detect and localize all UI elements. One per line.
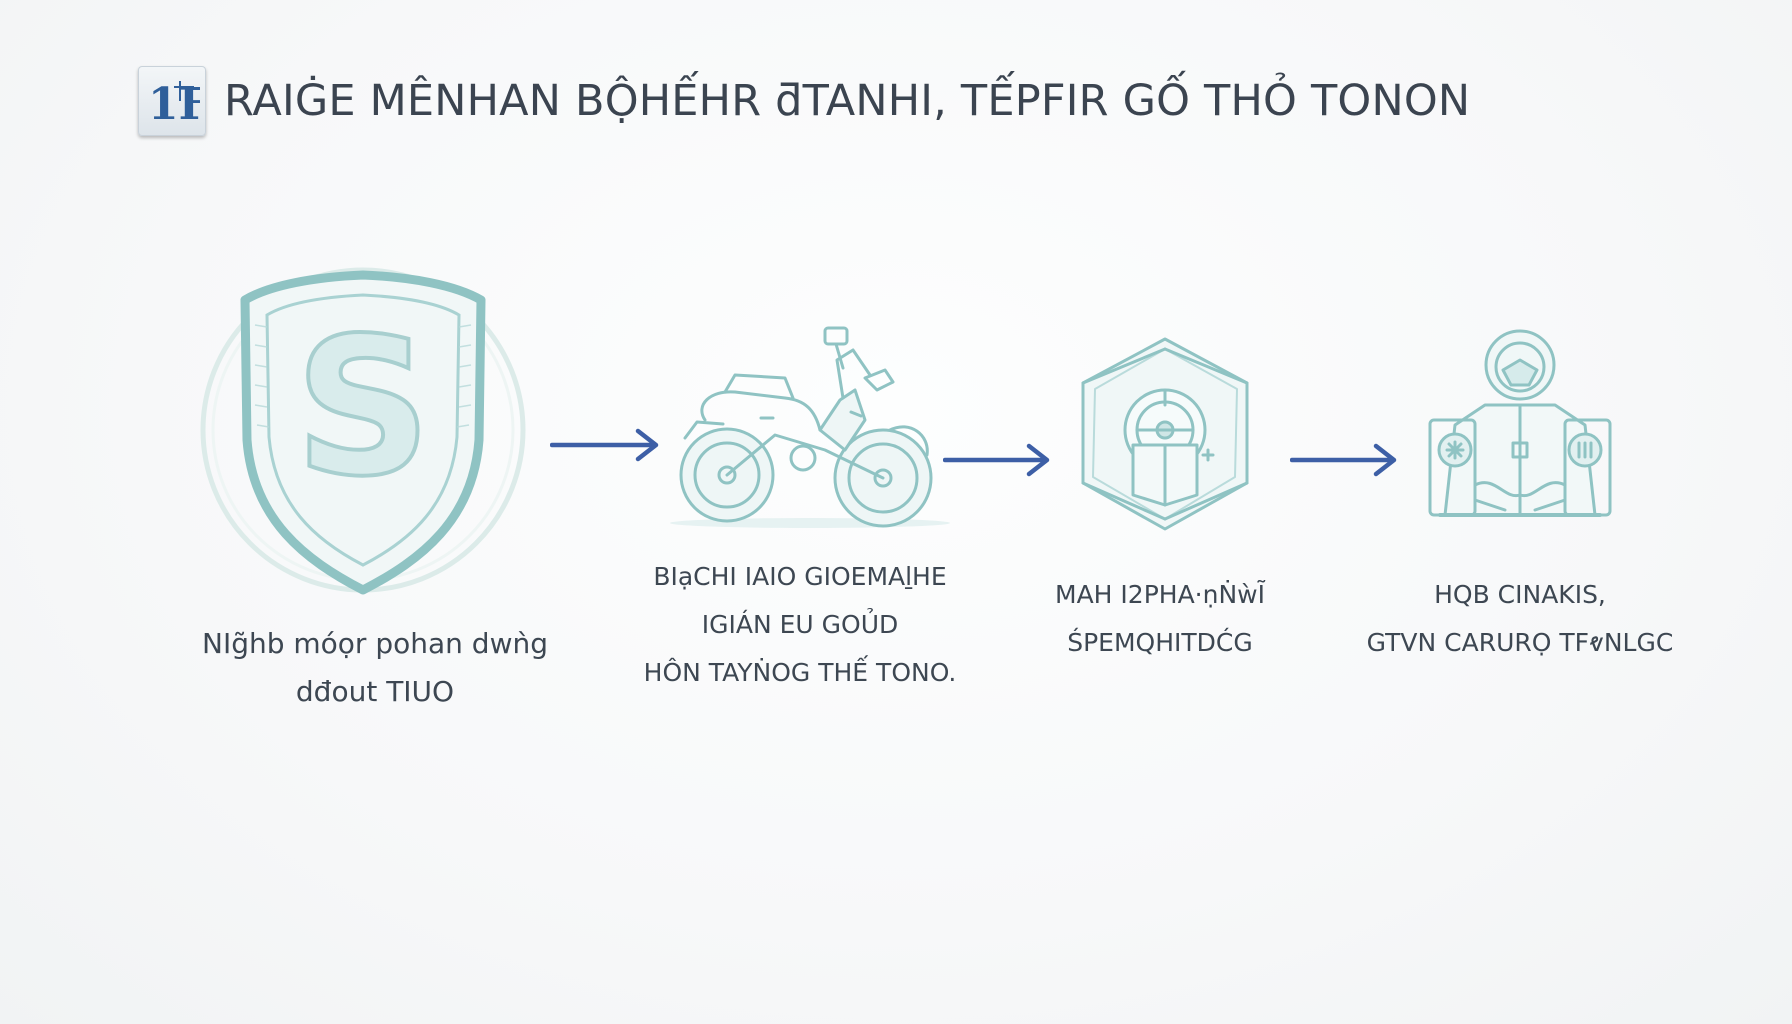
logo: 1F [138,66,206,136]
cube-lock-icon [1081,337,1249,531]
header: 1F RAIĠE MÊNHAN BỘHẾHR ƌTANHI, TẾPFIR GỐ… [138,66,1470,136]
step-1-caption: NIg̃hb móọr pohan dwǹg dđout TIUO [170,620,580,716]
caption-line: IGIÁN EU GOỦD [701,610,899,639]
step-2-caption: BIạCHI IAIO GIOEMAḻHE IGIÁN EU GOỦD HÔN … [620,553,980,697]
motorcycle-icon [670,326,950,528]
step-1-icon-group: S [195,265,535,605]
caption-line: dđout TIUO [295,675,455,708]
step-3-caption: MAH I2PHA·ṇṄẁĨ ŚPEMQHITDĆG [1010,571,1310,667]
caption-line: HQB CINAKIS, [1434,580,1606,609]
shield-icon: S [200,267,526,595]
step-4-icon-group [1425,325,1615,540]
step-4-caption: HQB CINAKIS, GTVN CARURỌ TFⱴNLGC [1340,571,1700,667]
caption-line: MAH I2PHA·ṇṄẁĨ [1055,580,1265,609]
page-title: RAIĠE MÊNHAN BỘHẾHR ƌTANHI, TẾPFIR GỐ TH… [224,76,1471,126]
caption-line: ŚPEMQHITDĆG [1067,628,1253,657]
svg-text:S: S [295,297,432,518]
flow-arrow-2 [943,443,1050,477]
flow-arrow-1 [550,428,659,462]
logo-mark-icon: 1F [148,79,200,129]
flow-arrow-3 [1290,443,1397,477]
robot-suit-icon [1428,329,1612,517]
caption-line: NIg̃hb móọr pohan dwǹg [202,627,548,660]
caption-line: HÔN TAYṄOG THẾ TONO. [643,658,957,687]
caption-line: GTVN CARURỌ TFⱴNLGC [1366,628,1674,657]
step-2-icon-group [665,320,955,535]
step-3-icon-group [1075,335,1255,535]
caption-line: BIạCHI IAIO GIOEMAḻHE [653,562,947,591]
